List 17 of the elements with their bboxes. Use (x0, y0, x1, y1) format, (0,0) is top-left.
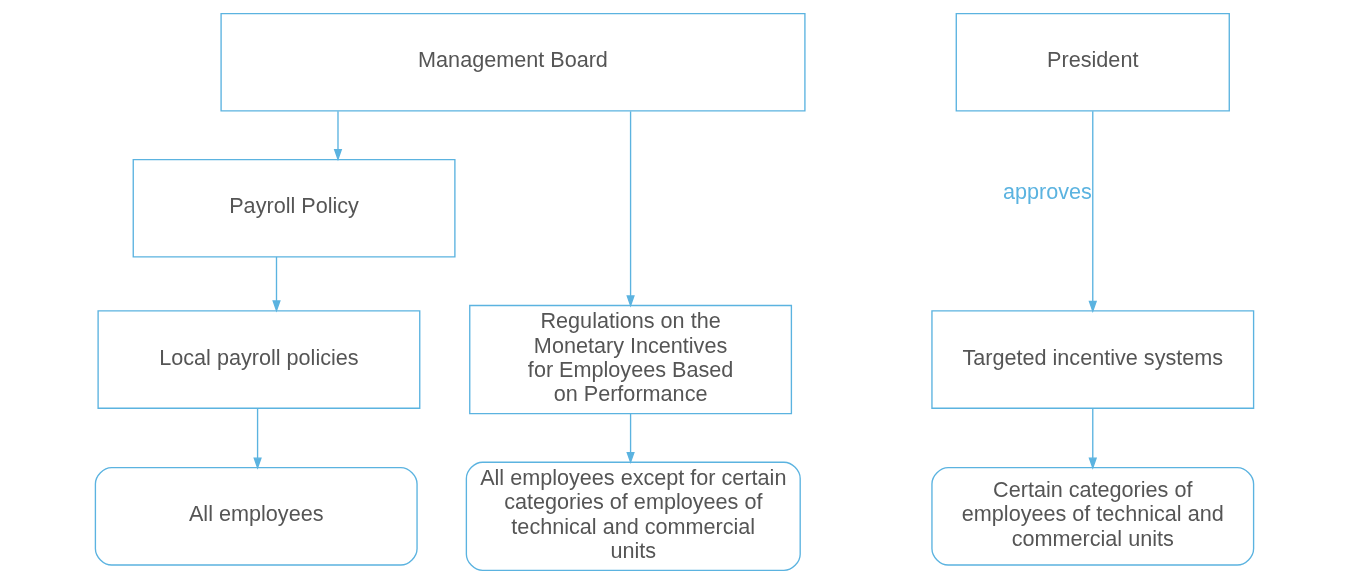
node-box: All employees (94, 467, 418, 566)
arrow (272, 256, 281, 313)
node-box: Certain categories of employees of technical and commercial units (931, 467, 1255, 566)
arrow (626, 110, 635, 308)
edge-label: approves (1003, 179, 1092, 205)
arrow (626, 413, 635, 465)
arrow (253, 407, 262, 470)
node-box: President (955, 12, 1230, 112)
node-box: All employees except for certain categories of employees of technical and commercial units (465, 461, 801, 572)
node-box: Management Board (220, 12, 806, 112)
arrow (333, 110, 343, 162)
node-box: Regulations on the Monetary Incentives for Employees Based on Performance (469, 304, 793, 415)
node-box: Local payroll policies (97, 310, 421, 409)
node-box: Targeted incentive systems (931, 310, 1255, 409)
arrow (1088, 407, 1098, 470)
arrow (1088, 110, 1098, 313)
node-box: Payroll Policy (132, 158, 456, 258)
